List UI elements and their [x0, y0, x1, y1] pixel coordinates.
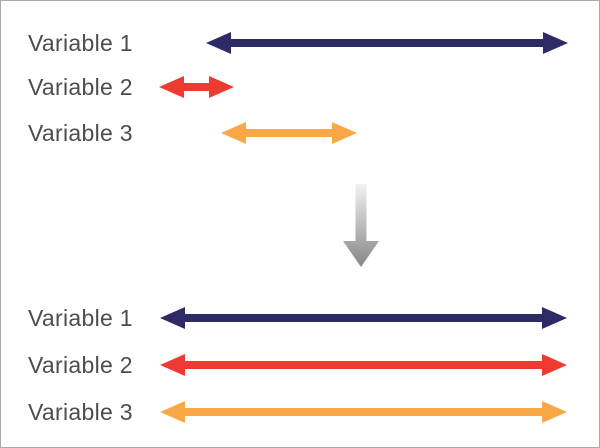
- before-range-arrow-2: [159, 76, 234, 98]
- before-range-arrow-3: [221, 122, 357, 144]
- before-variable-3-label: Variable 3: [28, 120, 133, 146]
- after-variable-2-label: Variable 2: [28, 352, 133, 378]
- after-variable-1-label: Variable 1: [28, 305, 133, 331]
- down-arrow-icon: [343, 184, 379, 267]
- before-variable-2-label: Variable 2: [28, 74, 133, 100]
- before-range-arrow-1: [206, 32, 568, 54]
- after-range-arrow-3: [160, 401, 567, 423]
- after-range-arrow-1: [160, 307, 567, 329]
- before-variable-1-label: Variable 1: [28, 30, 133, 56]
- after-variable-3-label: Variable 3: [28, 399, 133, 425]
- after-range-arrow-2: [160, 354, 567, 376]
